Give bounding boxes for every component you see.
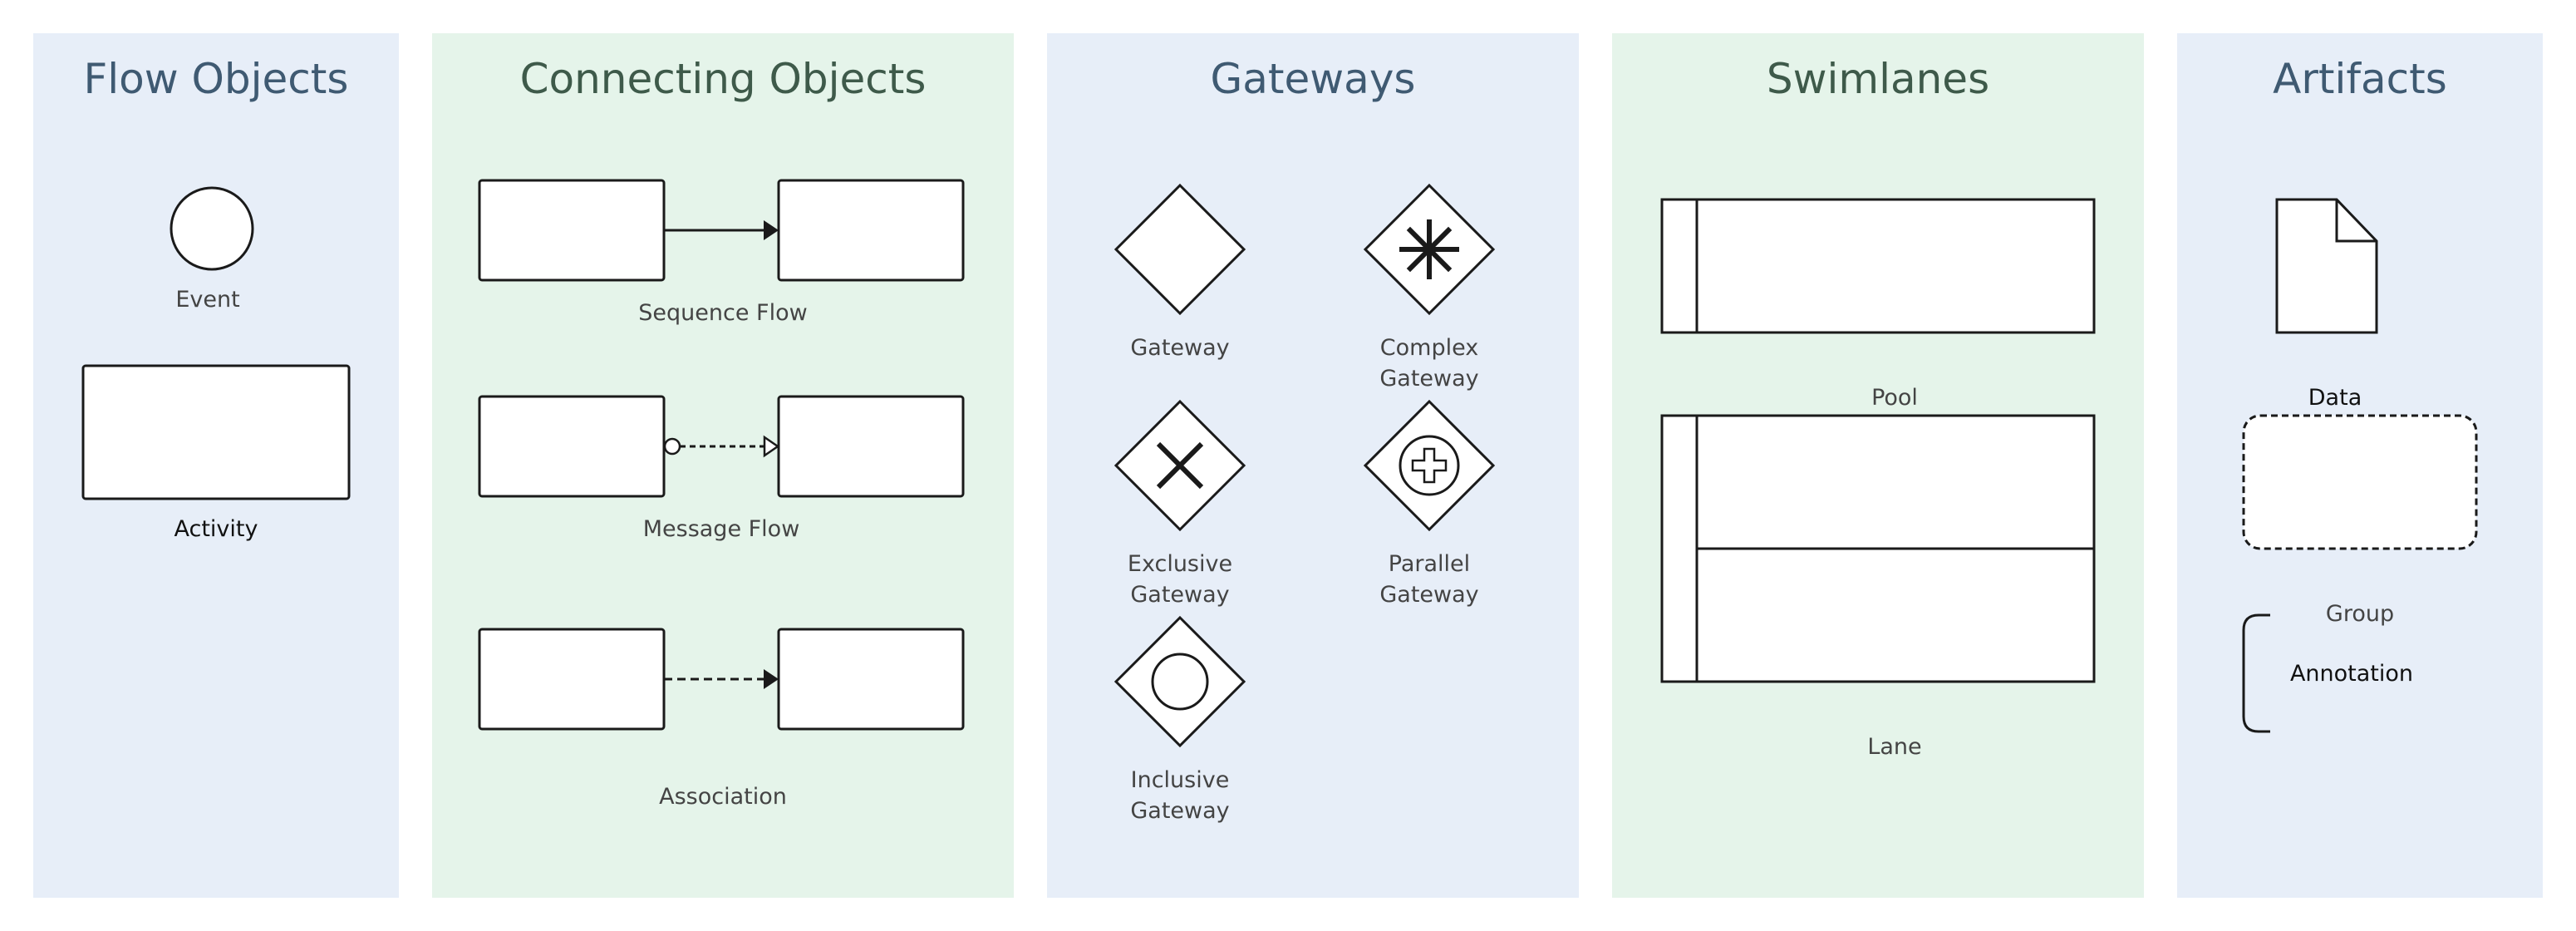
lane-label: Lane <box>1867 734 1922 760</box>
data-object-icon <box>2275 198 2378 334</box>
annotation-bracket-icon <box>2242 613 2270 733</box>
event-circle-icon <box>170 186 254 271</box>
gateways-panel: Gateways Gateway Complex Gateway Exclusi… <box>1047 33 1579 898</box>
annotation-label: Annotation <box>2289 661 2414 687</box>
inclusive-gateway-label-line-1: Inclusive <box>1130 767 1230 793</box>
message-flow-label: Message Flow <box>642 516 800 542</box>
inclusive-gateway-icon <box>1113 615 1246 748</box>
association-label: Association <box>659 784 787 810</box>
activity-label: Activity <box>174 516 258 542</box>
flow-objects-title: Flow Objects <box>83 55 349 103</box>
activity-rectangle-icon <box>81 364 351 500</box>
parallel-gateway-icon <box>1363 399 1496 532</box>
artifacts-panel: Artifacts Data Group Annotation <box>2177 33 2543 898</box>
exclusive-gateway-label-line-2: Gateway <box>1130 582 1230 608</box>
event-label: Event <box>175 287 240 313</box>
gateway-diamond-icon <box>1113 183 1246 316</box>
swimlanes-title: Swimlanes <box>1766 55 1990 103</box>
inclusive-gateway-label-line-2: Gateway <box>1130 798 1230 824</box>
group-icon <box>2242 414 2478 550</box>
flow-objects-panel: Flow Objects Event Activity <box>33 33 399 898</box>
swimlanes-panel: Swimlanes Pool Lane <box>1612 33 2144 898</box>
parallel-gateway-label-line-1: Parallel <box>1388 551 1471 577</box>
connecting-objects-panel: Connecting Objects Sequence Flow Message… <box>432 33 1014 898</box>
gateways-title: Gateways <box>1210 55 1416 103</box>
complex-gateway-label-line-1: Complex <box>1379 335 1479 361</box>
data-label: Data <box>2308 385 2362 411</box>
pool-icon <box>1660 198 2096 334</box>
message-flow-icon <box>478 395 965 498</box>
lane-icon <box>1660 414 2096 683</box>
gateway-label: Gateway <box>1130 335 1230 361</box>
complex-gateway-label-line-2: Gateway <box>1379 366 1479 392</box>
exclusive-gateway-icon <box>1113 399 1246 532</box>
sequence-flow-icon <box>478 179 965 282</box>
association-icon <box>478 628 965 731</box>
pool-label: Pool <box>1871 385 1918 411</box>
sequence-flow-label: Sequence Flow <box>638 300 808 326</box>
group-label: Group <box>2325 601 2395 627</box>
exclusive-gateway-label-line-1: Exclusive <box>1127 551 1233 577</box>
complex-gateway-icon <box>1363 183 1496 316</box>
artifacts-title: Artifacts <box>2273 55 2447 103</box>
connecting-objects-title: Connecting Objects <box>519 55 927 103</box>
parallel-gateway-label-line-2: Gateway <box>1379 582 1479 608</box>
